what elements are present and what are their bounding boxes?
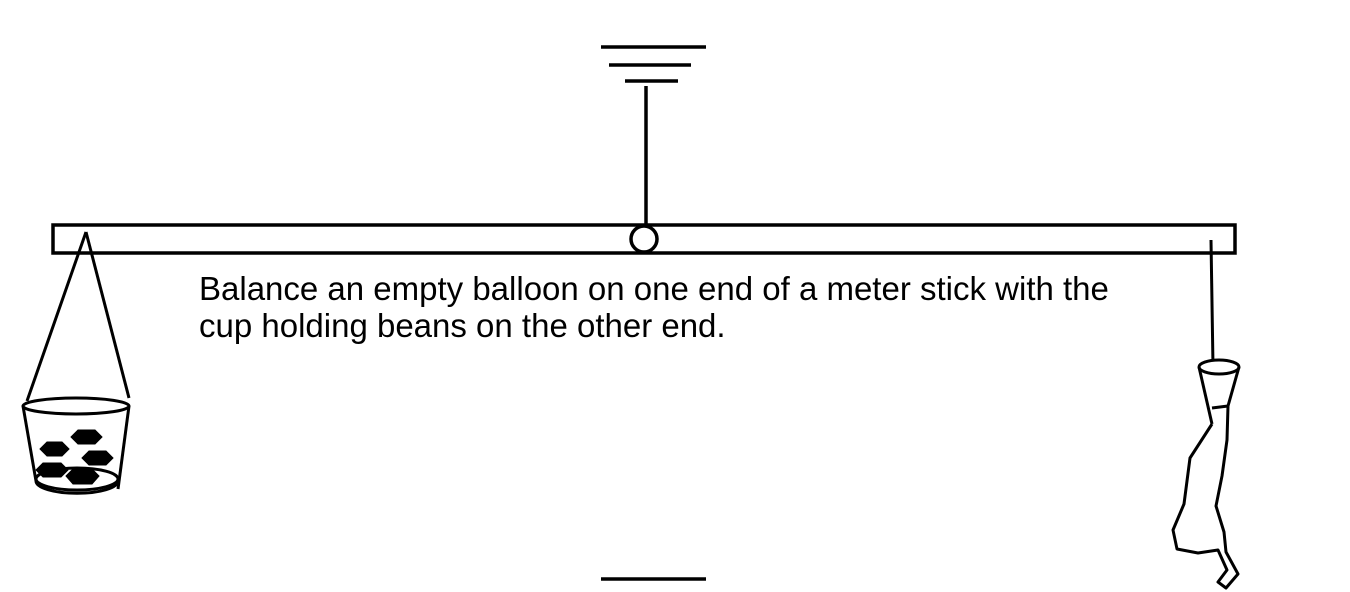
instruction-line-2: cup holding beans on the other end. (199, 307, 726, 344)
ceiling-mount (601, 45, 706, 83)
bean (39, 441, 70, 457)
instruction-line-1: Balance an empty balloon on one end of a… (199, 270, 1109, 307)
beans (35, 429, 114, 485)
bean (65, 468, 100, 485)
bean (81, 450, 114, 466)
pivot-circle (629, 224, 659, 254)
balloon-string (1209, 239, 1215, 367)
bean-cup (21, 396, 131, 495)
cup-strings (25, 231, 131, 402)
instruction-text: Balance an empty balloon on one end of a… (199, 270, 1199, 344)
bean (35, 462, 69, 478)
empty-balloon (1171, 358, 1241, 590)
bean (70, 429, 103, 445)
